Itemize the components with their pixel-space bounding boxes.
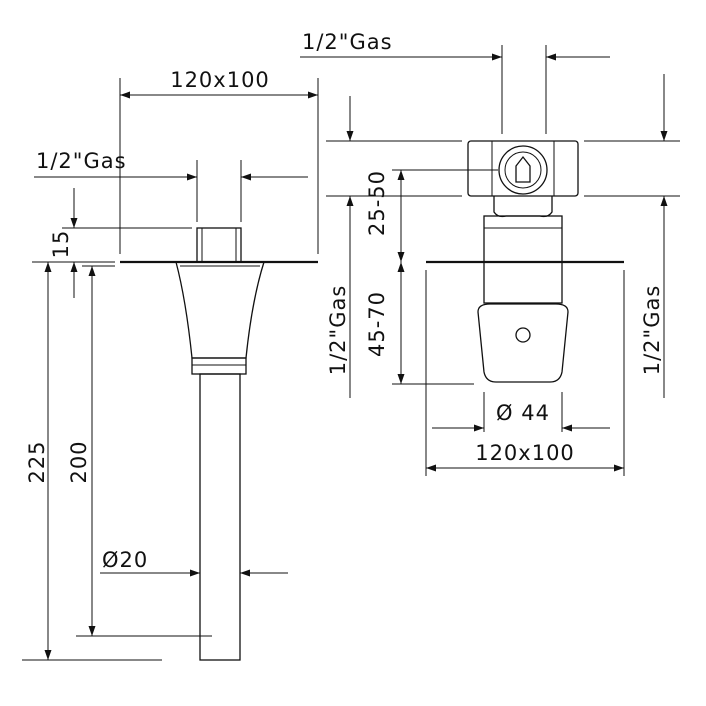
dim-label-gas-top-right: 1/2"Gas <box>302 30 393 54</box>
collar-ring <box>191 357 247 375</box>
dim-label-gas-side-right: 1/2"Gas <box>640 285 664 376</box>
dim-label-120x100-top: 120x100 <box>170 68 270 92</box>
dim-label-diam-44: Ø 44 <box>496 401 550 425</box>
valve-handle-icon <box>515 155 531 183</box>
dim-label-120x100-bottom: 120x100 <box>475 441 575 465</box>
side-view <box>120 227 318 661</box>
handle-cap <box>477 303 569 383</box>
dim-label-gas-top-left: 1/2"Gas <box>36 149 127 173</box>
side-view-dimensions <box>22 78 319 661</box>
valve-box <box>467 140 579 197</box>
dim-label-225: 225 <box>25 440 49 483</box>
cap-hole <box>515 327 531 343</box>
valve-knob <box>498 145 548 195</box>
dim-label-45-70: 45-70 <box>365 291 389 357</box>
front-view <box>426 140 624 383</box>
dim-label-diam-20: Ø20 <box>102 548 148 572</box>
threaded-connector <box>196 227 242 263</box>
dim-label-15: 15 <box>49 230 73 259</box>
conical-body <box>175 261 265 359</box>
dim-label-gas-side-left: 1/2"Gas <box>326 285 350 376</box>
dim-label-25-50: 25-50 <box>365 170 389 236</box>
valve-body <box>483 215 563 304</box>
front-view-dimensions <box>300 45 680 476</box>
valve-neck <box>493 196 553 218</box>
dim-label-200: 200 <box>67 440 91 483</box>
stem-tube <box>199 373 241 661</box>
